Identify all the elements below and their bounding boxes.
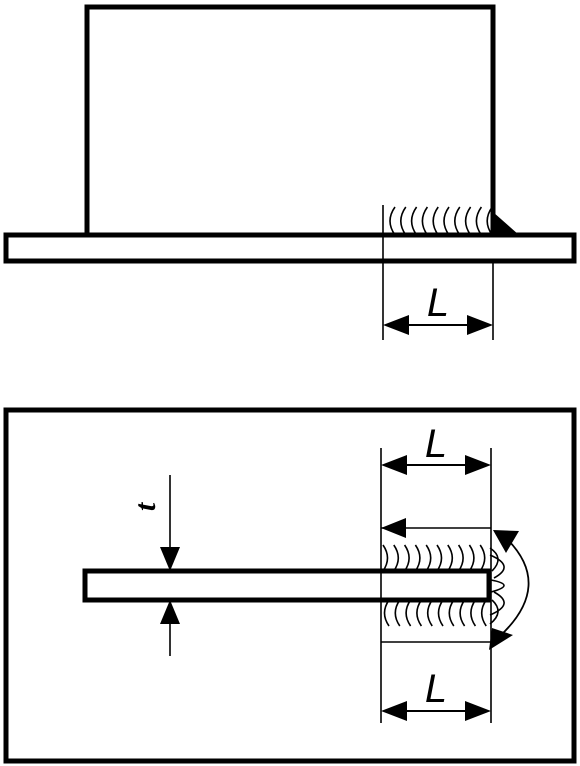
weld-end-fillet <box>493 212 519 235</box>
base-plate-plan <box>3 407 577 764</box>
weld-ripple-top <box>400 206 407 236</box>
weld-ripple-top <box>443 206 450 236</box>
weld-ripple-upper <box>457 544 464 572</box>
weld-length-label-lower: L <box>425 667 447 711</box>
weld-ripple-lower <box>426 599 433 627</box>
dimension-arrow-upper <box>381 455 491 475</box>
weld-ripple-top <box>486 206 493 236</box>
weld-ripple-upper <box>436 544 443 572</box>
weld-length-label: L <box>427 281 449 325</box>
weld-ripple-lower <box>383 599 390 627</box>
weld-ripple-lower <box>480 599 487 627</box>
dimension-arrow-lower <box>381 701 491 721</box>
weld-ripple-top <box>421 206 429 236</box>
weld-ripple-top <box>454 206 461 236</box>
weld-ripple-end <box>490 579 505 593</box>
weld-ripple-upper <box>403 544 410 572</box>
weld-ripple-top <box>464 206 472 236</box>
weld-ripple-upper <box>479 544 486 572</box>
weld-ripple-lower <box>437 599 444 627</box>
bottom-view: L L t <box>3 407 577 764</box>
member-section <box>82 568 492 603</box>
weld-ripple-top <box>475 206 483 236</box>
weld-ripple-end <box>489 554 505 579</box>
weld-ripple-upper <box>414 544 421 572</box>
weld-ripple-upper <box>425 544 432 572</box>
base-plate <box>3 232 577 264</box>
weld-ripple-upper <box>468 544 475 572</box>
weld-ripple-end <box>489 599 499 625</box>
weld-length-label-upper: L <box>425 422 447 466</box>
weld-direction-arrow-upper <box>381 518 406 538</box>
weld-bead-upper <box>382 544 486 572</box>
weld-ripple-lower <box>470 599 477 627</box>
weld-ripple-upper <box>447 544 454 572</box>
weld-bead-top-view <box>389 206 493 236</box>
weld-bead-lower <box>383 599 487 627</box>
top-view: L <box>3 4 577 340</box>
weld-ripple-top <box>432 206 439 236</box>
weld-return-curved-arrow <box>489 530 530 650</box>
weld-ripple-lower <box>405 599 412 627</box>
weld-bead-end-return <box>489 547 505 625</box>
weld-ripple-upper <box>393 544 400 572</box>
weld-ripple-top <box>410 206 418 236</box>
upright-member <box>84 4 496 238</box>
weld-ripple-lower <box>448 599 455 627</box>
thickness-dimension <box>160 475 180 656</box>
weld-ripple-top <box>389 206 396 236</box>
weld-ripple-upper <box>382 544 389 572</box>
weld-ripple-lower <box>394 599 401 627</box>
weld-ripple-lower <box>416 599 423 627</box>
dimension-arrow-top-view <box>383 315 493 335</box>
weld-ripple-end <box>489 591 505 616</box>
weld-ripple-lower <box>459 599 466 627</box>
thickness-label: t <box>129 501 162 511</box>
